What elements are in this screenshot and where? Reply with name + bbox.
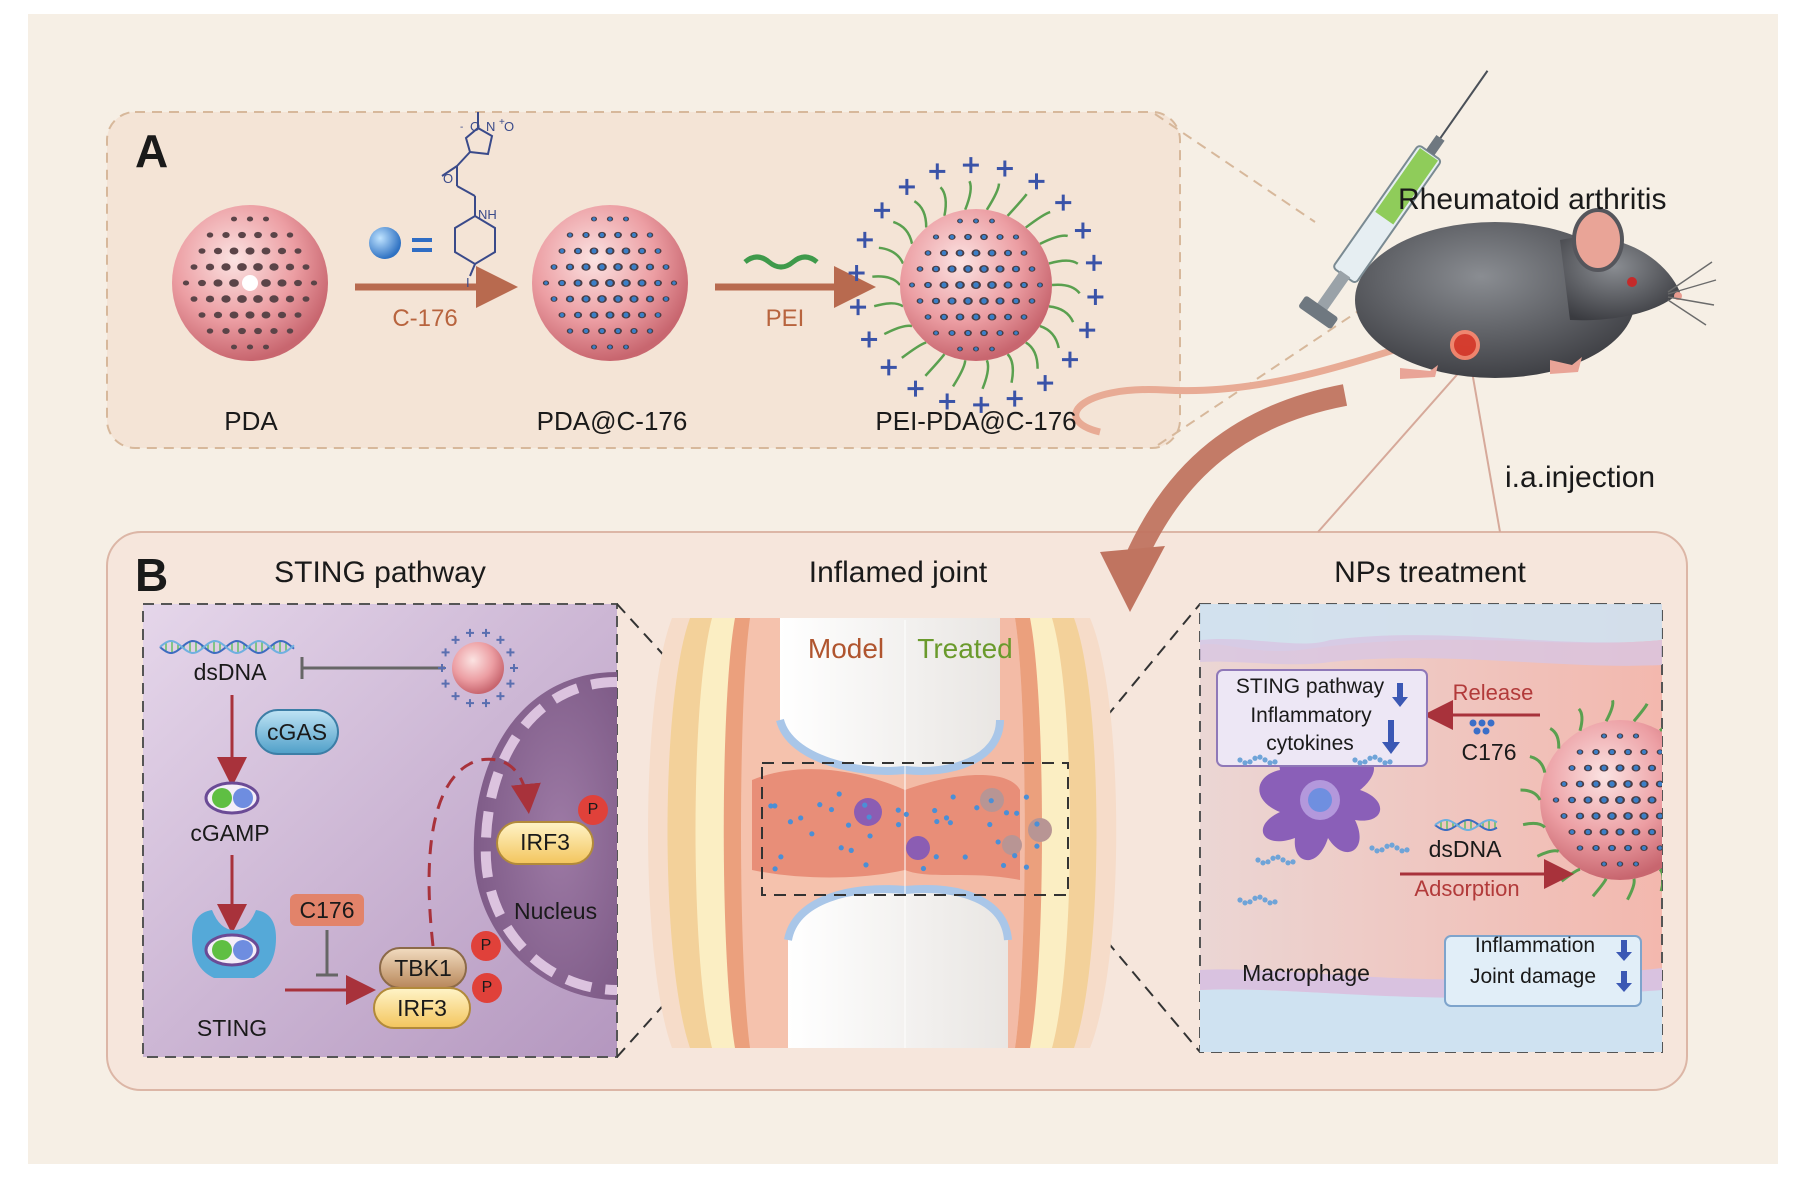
box1-line1: STING pathway <box>1236 676 1384 697</box>
atom-minus: - <box>460 123 463 133</box>
adsorption-label: Adsorption <box>1414 878 1519 900</box>
blue-ball-icon <box>369 227 401 259</box>
equals-sign-top <box>412 238 432 242</box>
joint-title: Inflamed joint <box>809 558 987 588</box>
joint-illustration <box>648 618 1116 1048</box>
nps-c176-label: C176 <box>1462 741 1517 764</box>
model-label: Model <box>808 635 884 663</box>
atom-o-right: O <box>504 120 514 133</box>
nps-title: NPs treatment <box>1334 558 1526 588</box>
release-label: Release <box>1453 682 1534 704</box>
panel-a-letter: A <box>135 128 168 174</box>
injection-label: i.a.injection <box>1505 463 1655 493</box>
arrow-label-pei: PEI <box>766 307 805 331</box>
box2-line1: Inflammation <box>1475 935 1595 956</box>
sting-dsdna-label: dsDNA <box>194 661 267 684</box>
p-label-nucleus: P <box>588 802 599 818</box>
box1-line2: Inflammatory <box>1250 705 1371 726</box>
atom-nh: NH <box>478 208 497 221</box>
irf3-label: IRF3 <box>397 997 447 1020</box>
nps-dsdna-label: dsDNA <box>1429 838 1502 861</box>
panel-b-letter: B <box>135 552 168 598</box>
atom-o-carbonyl: O <box>443 172 453 185</box>
irf3-nucleus-label: IRF3 <box>520 831 570 854</box>
atom-n: N <box>486 120 495 133</box>
treated-label: Treated <box>917 635 1012 663</box>
p-label-irf3: P <box>482 980 493 996</box>
arrow-label-c176: C-176 <box>392 307 457 331</box>
sting-title: STING pathway <box>274 558 486 588</box>
sting-protein-label: STING <box>197 1017 267 1040</box>
macrophage-label: Macrophage <box>1242 962 1370 985</box>
nucleus-label: Nucleus <box>514 900 597 923</box>
box2-line2: Joint damage <box>1470 966 1596 987</box>
box1-line3: cytokines <box>1266 733 1354 754</box>
cgas-label: cGAS <box>267 721 327 744</box>
equals-sign-bottom <box>412 248 432 252</box>
tbk1-label: TBK1 <box>394 957 452 980</box>
pda-c176-sphere <box>532 205 688 361</box>
stage-label-pei-pda-c176: PEI-PDA@C-176 <box>875 408 1076 434</box>
cgamp-label: cGAMP <box>190 822 269 845</box>
mouse-title: Rheumatoid arthritis <box>1398 185 1666 215</box>
stage-label-pda: PDA <box>224 408 277 434</box>
stage-label-pda-c176: PDA@C-176 <box>537 408 688 434</box>
p-label-tbk1: P <box>481 938 492 954</box>
c176-inhibitor-label: C176 <box>300 899 355 922</box>
pda-sphere <box>172 205 328 361</box>
atom-i: I <box>466 276 470 289</box>
atom-o-top: O <box>470 120 480 133</box>
